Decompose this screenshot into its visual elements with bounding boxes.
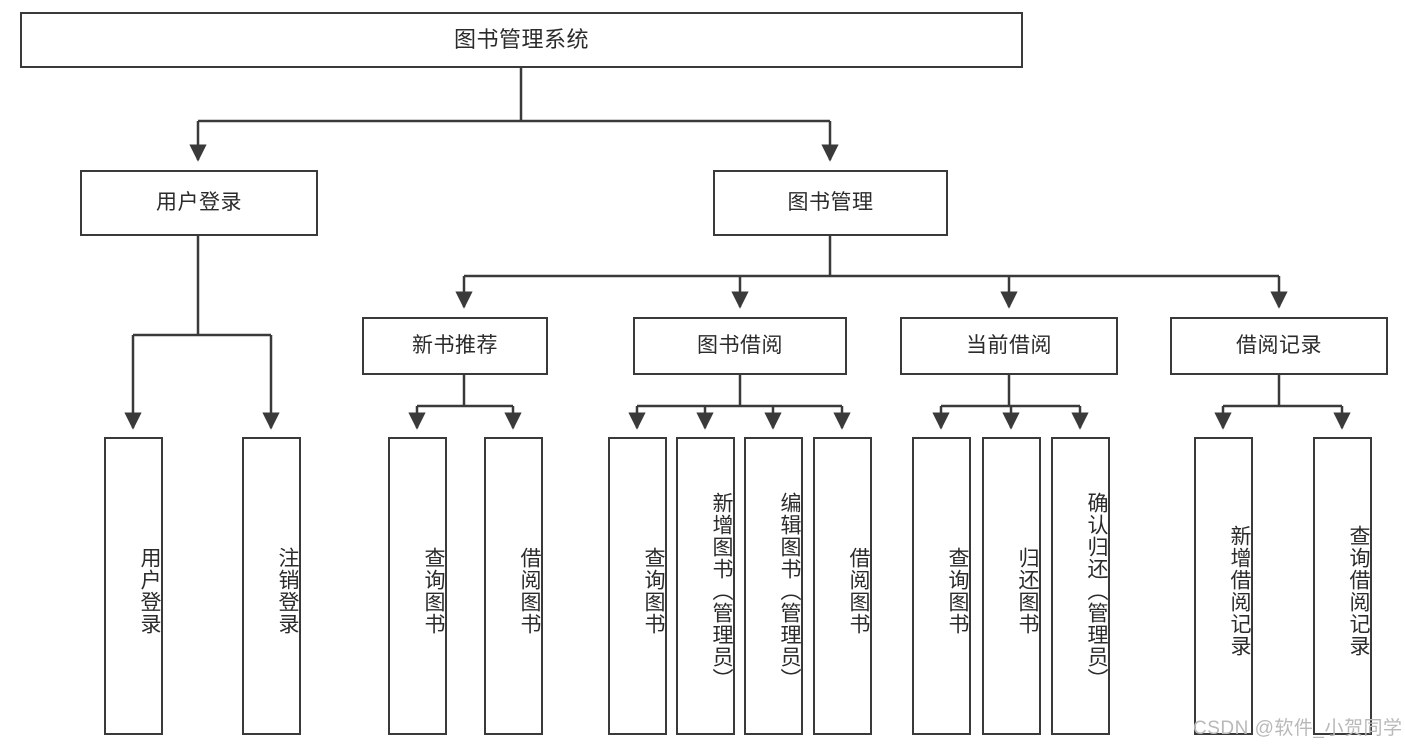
- leaf-book-borrow-query[interactable]: 查询图书: [608, 437, 667, 735]
- leaf-current-borrow-query[interactable]: 查询图书: [912, 437, 971, 735]
- node-current-borrow[interactable]: 当前借阅: [900, 317, 1118, 375]
- leaf-book-borrow-borrow[interactable]: 借阅图书: [813, 437, 872, 735]
- leaf-borrow-record-query[interactable]: 查询借阅记录: [1313, 437, 1372, 735]
- node-label: 借阅图书: [518, 547, 541, 635]
- node-label: 查询图书: [946, 547, 969, 635]
- leaf-current-borrow-return[interactable]: 归还图书: [982, 437, 1041, 735]
- node-label: 当前借阅: [966, 334, 1052, 358]
- leaf-user-login-logout[interactable]: 注销登录: [242, 437, 301, 735]
- node-borrow-record[interactable]: 借阅记录: [1170, 317, 1388, 375]
- node-label: 借阅图书: [847, 547, 870, 635]
- node-label: 查询图书: [422, 547, 445, 635]
- leaf-borrow-record-add[interactable]: 新增借阅记录: [1194, 437, 1253, 735]
- node-label: 图书借阅: [697, 334, 783, 358]
- leaf-new-book-query[interactable]: 查询图书: [388, 437, 447, 735]
- node-label: 新增图书（管理员）: [710, 492, 733, 690]
- node-label: 注销登录: [276, 547, 299, 635]
- node-label: 编辑图书（管理员）: [778, 492, 801, 690]
- leaf-new-book-borrow[interactable]: 借阅图书: [484, 437, 543, 735]
- node-label: 新书推荐: [412, 334, 498, 358]
- node-label: 借阅记录: [1236, 334, 1322, 358]
- node-label: 查询图书: [642, 547, 665, 635]
- node-label: 用户登录: [156, 191, 242, 215]
- node-label: 图书管理: [787, 191, 874, 215]
- node-new-book-recommend[interactable]: 新书推荐: [362, 317, 548, 375]
- node-label: 新增借阅记录: [1228, 525, 1251, 657]
- node-label: 查询借阅记录: [1347, 525, 1370, 657]
- leaf-user-login-login[interactable]: 用户登录: [104, 437, 163, 735]
- node-label: 图书管理系统: [453, 26, 589, 52]
- leaf-book-borrow-edit[interactable]: 编辑图书（管理员）: [744, 437, 803, 735]
- node-book-borrow[interactable]: 图书借阅: [633, 317, 847, 375]
- leaf-book-borrow-add[interactable]: 新增图书（管理员）: [676, 437, 735, 735]
- node-book-management[interactable]: 图书管理: [713, 170, 948, 236]
- leaf-current-borrow-confirm-return[interactable]: 确认归还（管理员）: [1051, 437, 1110, 735]
- csdn-watermark: CSDN @软件_小贺同学: [1193, 718, 1403, 739]
- node-user-login[interactable]: 用户登录: [80, 170, 318, 236]
- node-label: 用户登录: [138, 547, 161, 635]
- node-root-system[interactable]: 图书管理系统: [20, 12, 1023, 68]
- node-label: 归还图书: [1016, 547, 1039, 635]
- node-label: 确认归还（管理员）: [1085, 492, 1108, 690]
